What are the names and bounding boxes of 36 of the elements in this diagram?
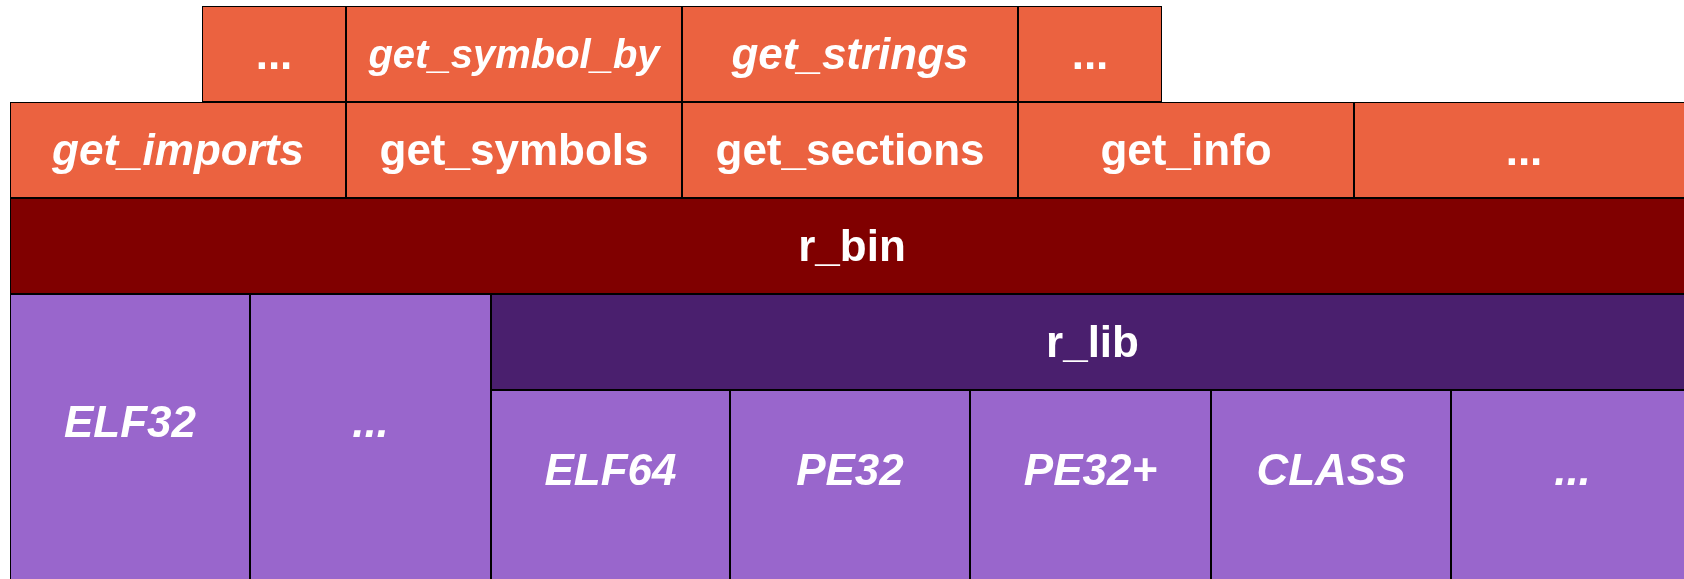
method-cell [1354,102,1684,198]
library-band [491,294,1684,390]
plugin-cell [10,294,250,579]
method-cell [1018,102,1354,198]
method-cell [1018,6,1162,102]
cell-label: PE32+ [1023,444,1158,495]
cell-label: get_imports [52,125,304,175]
cell-label: get_sections [715,125,985,175]
plugin-cell [970,390,1211,579]
cell-label: get_symbol_by [368,31,660,77]
method-cell [346,6,682,102]
cell-label: get_info [1100,125,1272,175]
plugin-cell [730,390,970,579]
cell-label: ... [1071,29,1109,79]
cell-label: ... [352,396,389,447]
plugin-cell [1451,390,1684,579]
method-cell [346,102,682,198]
cell-label: PE32 [796,444,904,495]
cell-label: get_symbols [379,125,649,175]
cell-label: ELF32 [63,396,196,447]
cell-label: ... [1554,444,1591,495]
plugin-cell [491,390,730,579]
method-cell [202,6,346,102]
library-band [10,198,1684,294]
plugin-cell [1211,390,1451,579]
cell-label: CLASS [1256,444,1406,495]
cell-label: ELF64 [544,444,677,495]
cell-label: get_strings [731,29,969,79]
method-cell [682,6,1018,102]
cell-label: r_lib [1046,317,1139,367]
cell-label: r_bin [798,221,906,271]
plugin-cell [250,294,491,579]
cell-label: ... [1505,125,1543,175]
cell-label: ... [255,29,293,79]
method-cell [10,102,346,198]
method-cell [682,102,1018,198]
